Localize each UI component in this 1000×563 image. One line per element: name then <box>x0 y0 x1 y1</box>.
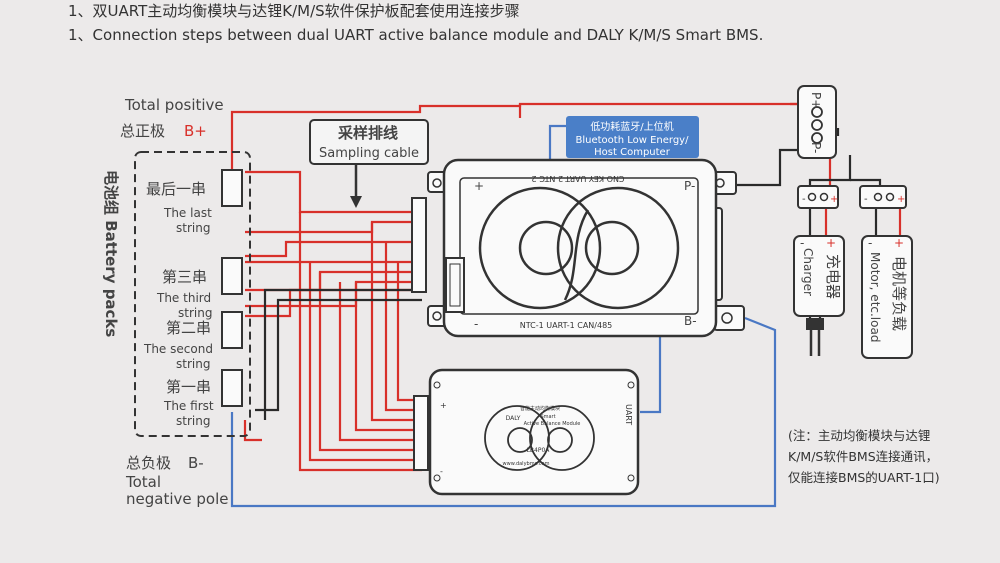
bms-minus: - <box>474 317 478 331</box>
cell-first <box>221 369 243 407</box>
bms-top-ports: CNO KEY UART-2 NTC-2 <box>531 174 624 183</box>
total-negative-en-2: negative pole <box>126 490 228 508</box>
battery-pack-outline <box>134 151 251 437</box>
load-pin-plus: + <box>897 194 905 205</box>
string-first-en2: string <box>176 414 210 428</box>
string-first-cn: 第一串 <box>166 378 211 396</box>
load-pin-minus: - <box>864 194 868 205</box>
charger-pin-minus: - <box>802 194 806 205</box>
charger-pin-plus: + <box>830 194 838 205</box>
string-last-en1: The last <box>163 206 212 220</box>
string-last-en2: string <box>176 221 210 235</box>
daly-logo-icon <box>478 186 680 310</box>
balancer-logo-icon <box>484 405 595 471</box>
note-line2: K/M/S软件BMS连接通讯， <box>788 449 938 464</box>
total-positive-en: Total positive <box>124 96 224 114</box>
charger-plus: + <box>826 236 836 250</box>
header-title-en: 1、Connection steps between dual UART act… <box>68 26 763 44</box>
cell-third <box>221 257 243 295</box>
total-positive-cn: 总正极 <box>120 122 165 140</box>
string-second-en1: The second <box>143 342 213 356</box>
charger: - + + - 充电器 Charger <box>793 185 845 356</box>
load-cn: 电机等负载 <box>890 256 908 331</box>
charger-minus: - <box>800 236 804 250</box>
bms-board: CNO KEY UART-2 NTC-2 NTC-1 UART-1 CAN/48… <box>411 158 745 338</box>
bms-bottom-ports: NTC-1 UART-1 CAN/485 <box>520 321 613 330</box>
load-body <box>861 235 913 359</box>
note-line3: 仅能连接BMS的UART-1口) <box>788 470 940 485</box>
sampling-arrow-icon <box>350 196 362 208</box>
string-first-en1: The first <box>163 399 214 413</box>
header-title-cn: 1、双UART主动均衡模块与达锂K/M/S软件保护板配套使用连接步骤 <box>68 2 520 20</box>
bms-p-minus: P- <box>684 179 695 193</box>
b-plus-label: B+ <box>184 122 207 140</box>
bms-plus: + <box>474 179 484 193</box>
charger-cn: 充电器 <box>824 254 842 299</box>
balancer-footer: www.dalybms.com <box>503 461 550 467</box>
string-third-en1: The third <box>156 291 211 305</box>
balancer-module: DALY 智能主动均衡模块 Smart Active Balance Modul… <box>413 368 640 496</box>
p-connector-plus: P+ <box>809 92 823 109</box>
balancer-name-cn: 智能主动均衡模块 <box>520 405 560 412</box>
bms-sampling-connector <box>411 197 427 293</box>
balancer-name-en1: Smart <box>540 414 555 420</box>
sampling-callout: 采样排线 Sampling cable <box>309 119 429 208</box>
note-line1: (注：主动均衡模块与达锂 <box>788 428 930 443</box>
bms-b-minus: B- <box>684 314 697 328</box>
total-negative-en-1: Total <box>125 473 161 491</box>
wire-total-negative <box>230 316 777 508</box>
p-connector: P+ P- <box>797 85 837 159</box>
bluetooth-box: 低功耗蓝牙/上位机 Bluetooth Low Energy/ Host Com… <box>566 116 699 158</box>
bluetooth-cn: 低功耗蓝牙/上位机 <box>590 120 673 133</box>
balancer-minus: - <box>440 467 443 476</box>
plug-icon <box>806 318 824 330</box>
string-third-cn: 第三串 <box>162 268 207 286</box>
sampling-cn: 采样排线 <box>337 124 398 142</box>
string-third-en2: string <box>178 306 212 320</box>
load-minus: - <box>868 236 872 250</box>
balancer-brand: DALY <box>506 415 521 422</box>
balancer-uart-port: UART <box>624 404 633 425</box>
wire-bluetooth <box>548 124 568 160</box>
load: - + + - 电机等负载 Motor, etc.load <box>859 185 913 359</box>
cell-second <box>221 311 243 349</box>
balancer-model: LB4P0A <box>527 447 551 454</box>
battery-cells <box>221 169 243 407</box>
string-second-cn: 第二串 <box>166 319 211 337</box>
string-second-en2: string <box>176 357 210 371</box>
balancer-plus: + <box>440 401 447 410</box>
cell-last <box>221 169 243 207</box>
red-wires <box>230 102 902 472</box>
charger-en: Charger <box>801 248 815 296</box>
p-connector-minus: P- <box>809 142 823 153</box>
total-negative-cn: 总负极 <box>126 454 171 472</box>
load-en: Motor, etc.load <box>868 252 882 342</box>
bluetooth-en1: Bluetooth Low Energy/ <box>576 135 690 146</box>
balancer-body <box>428 368 640 496</box>
bms-body <box>442 158 718 338</box>
b-minus-label: B- <box>188 454 204 472</box>
balancer-name-en2: Active Balance Module <box>524 421 581 427</box>
sampling-en: Sampling cable <box>319 146 419 161</box>
string-last-cn: 最后一串 <box>146 180 206 198</box>
bluetooth-en2: Host Computer <box>594 147 671 158</box>
wire-total-positive <box>230 102 812 170</box>
load-plus: + <box>894 236 904 250</box>
battery-pack-label: 电池组 Battery packs <box>102 170 120 337</box>
balancer-connector <box>413 395 429 471</box>
charger-body <box>793 235 845 317</box>
